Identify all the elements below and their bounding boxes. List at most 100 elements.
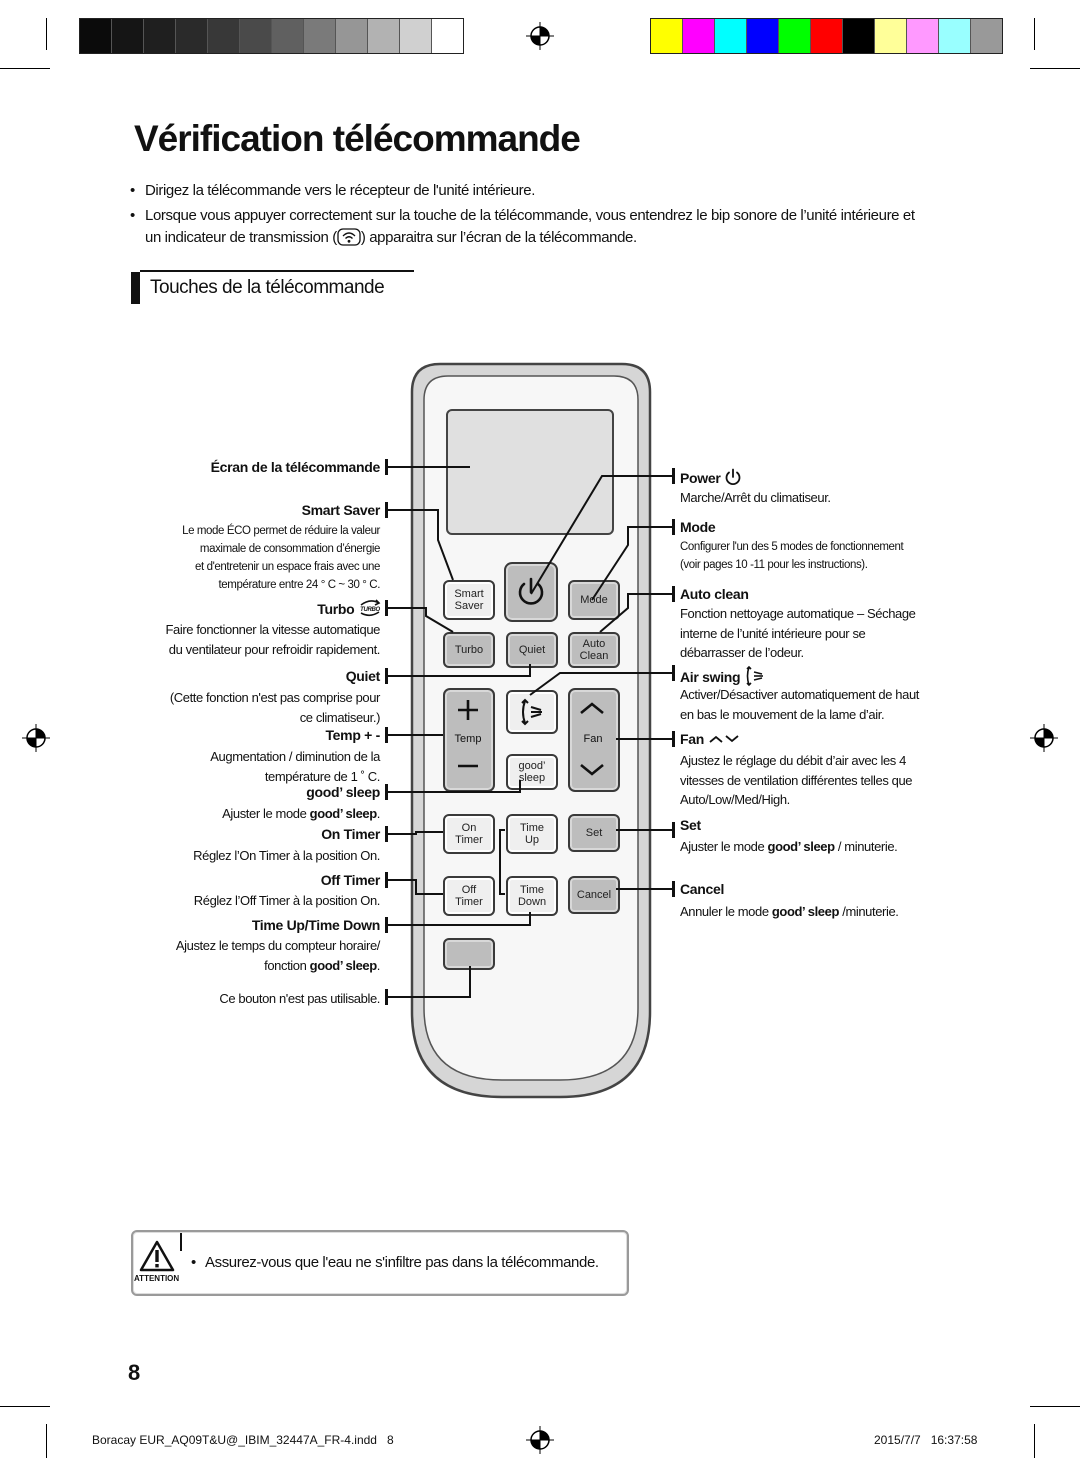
leader-end [385,600,388,616]
color-calibration-bar [650,18,1003,54]
description-line: maximale de consommation d’énergie [199,543,380,555]
button-label: good’ [518,760,546,772]
button-label: sleep [518,772,546,784]
fan-down-button[interactable] [578,762,606,778]
crop-mark [0,1406,50,1407]
quiet-button[interactable]: Quiet [506,632,558,668]
attention-box [131,1230,629,1296]
good-sleep-description: Ajuster le mode good’ sleep. [100,804,380,824]
description-text: Annuler le mode [680,904,772,919]
unused-button[interactable] [443,938,495,970]
set-description: Ajuster le mode good’ sleep / minuterie. [680,837,980,857]
time-updown-label: Time Up/Time Down [251,917,380,933]
leader-end [385,872,388,888]
description-text: Ajuster le mode [680,839,768,854]
mode-button[interactable]: Mode [568,580,620,620]
calibration-swatch [779,19,811,53]
auto-clean-label: Auto clean [680,586,749,602]
leader-end [385,502,388,518]
turbo-button[interactable]: Turbo [443,632,495,668]
fan-description: Ajustez le réglage du débit d’air avec l… [680,751,980,810]
registration-target-icon [1030,724,1058,752]
calibration-swatch [971,19,1002,53]
registration-target-icon [526,1426,554,1454]
registration-target-icon [22,724,50,752]
description-line: Auto/Low/Med/High. [680,792,790,807]
temp-description: Augmentation / diminution de la températ… [100,747,380,786]
leader-end [385,917,388,933]
button-label: On [461,822,477,834]
attention-divider [180,1233,182,1251]
on-timer-description: Réglez l’On Timer à la position On. [193,848,380,863]
calibration-swatch [875,19,907,53]
label-text: Turbo [317,601,355,617]
description-text: . [376,957,381,973]
description-line: température de 1 ˚ C. [264,768,381,784]
description-text: Ajuster le mode [222,806,310,821]
description-line: interne de l’unité intérieure pour se [680,625,866,641]
fan-label-callout: Fan [680,731,740,747]
good-sleep-label: good’ sleep [306,784,380,800]
label-text: Fan [680,731,704,747]
grayscale-calibration-bar [79,18,464,54]
description-line: Ajustez le réglage du débit d’air avec l… [680,753,906,768]
time-updown-description: Ajustez le temps du compteur horaire/ fo… [100,936,381,976]
temp-down-button[interactable] [455,761,481,771]
description-line: vitesses de ventilation différentes tell… [680,772,913,788]
temp-label: Temp [454,733,482,745]
cancel-description: Annuler le mode good’ sleep /minuterie. [680,902,980,922]
description-line: ce climatiseur.) [299,709,381,725]
cancel-button[interactable]: Cancel [568,876,620,914]
good-sleep-button[interactable]: good’sleep [506,754,558,790]
description-line: fonction good’ sleep. [100,956,380,976]
calibration-swatch [80,19,112,53]
set-button[interactable]: Set [568,814,620,852]
calibration-swatch [432,19,463,53]
quiet-label: Quiet [345,668,381,684]
description-line: température entre 24 ° C ~ 30 ° C. [218,579,381,591]
calibration-swatch [208,19,240,53]
power-icon [518,577,544,605]
cancel-label: Cancel [680,881,725,897]
description-line: Faire fonctionner la vitesse automatique [165,622,380,637]
auto-clean-description: Fonction nettoyage automatique – Séchage… [680,604,980,663]
description-line: en bas le mouvement de la lame d’air. [680,706,885,722]
button-label: Down [517,896,547,908]
description-line: Augmentation / diminution de la [210,749,380,764]
mode-label: Mode [680,519,716,535]
calibration-swatch [651,19,683,53]
screen-label: Écran de la télécommande [210,459,381,475]
description-line: du ventilateur pour refroidir rapidement… [168,641,381,657]
power-button[interactable] [504,562,558,622]
mode-description: Configurer l'un des 5 modes de fonctionn… [680,538,980,574]
leader-end [672,586,675,602]
brand-text: good’ sleep [771,904,840,919]
fan-up-button[interactable] [578,700,606,716]
turbo-label: Turbo TURBO [120,598,382,618]
leader-end [672,665,675,681]
air-swing-button[interactable] [506,690,558,734]
bullet-text: un indicateur de transmission ( [145,229,337,246]
description-text: . [376,806,381,821]
fan-label: Fan [583,733,603,745]
page-title: Vérification télécommande [134,118,581,159]
button-label: Timer [455,834,483,846]
bullet-item: •Lorsque vous appuyer correctement sur l… [130,207,915,246]
label-text: Power [680,470,721,486]
leader-end [672,468,675,484]
button-label: Smart [454,588,484,600]
calibration-swatch [176,19,208,53]
smart-saver-label: Smart Saver [301,502,381,518]
attention-message: Assurez-vous que l'eau ne s'infiltre pas… [205,1254,599,1271]
air-swing-icon [521,698,542,726]
temp-up-button[interactable] [455,697,481,723]
crop-mark [1030,1406,1080,1407]
smart-saver-description: Le mode ÉCO permet de réduire la valeur … [100,522,380,594]
